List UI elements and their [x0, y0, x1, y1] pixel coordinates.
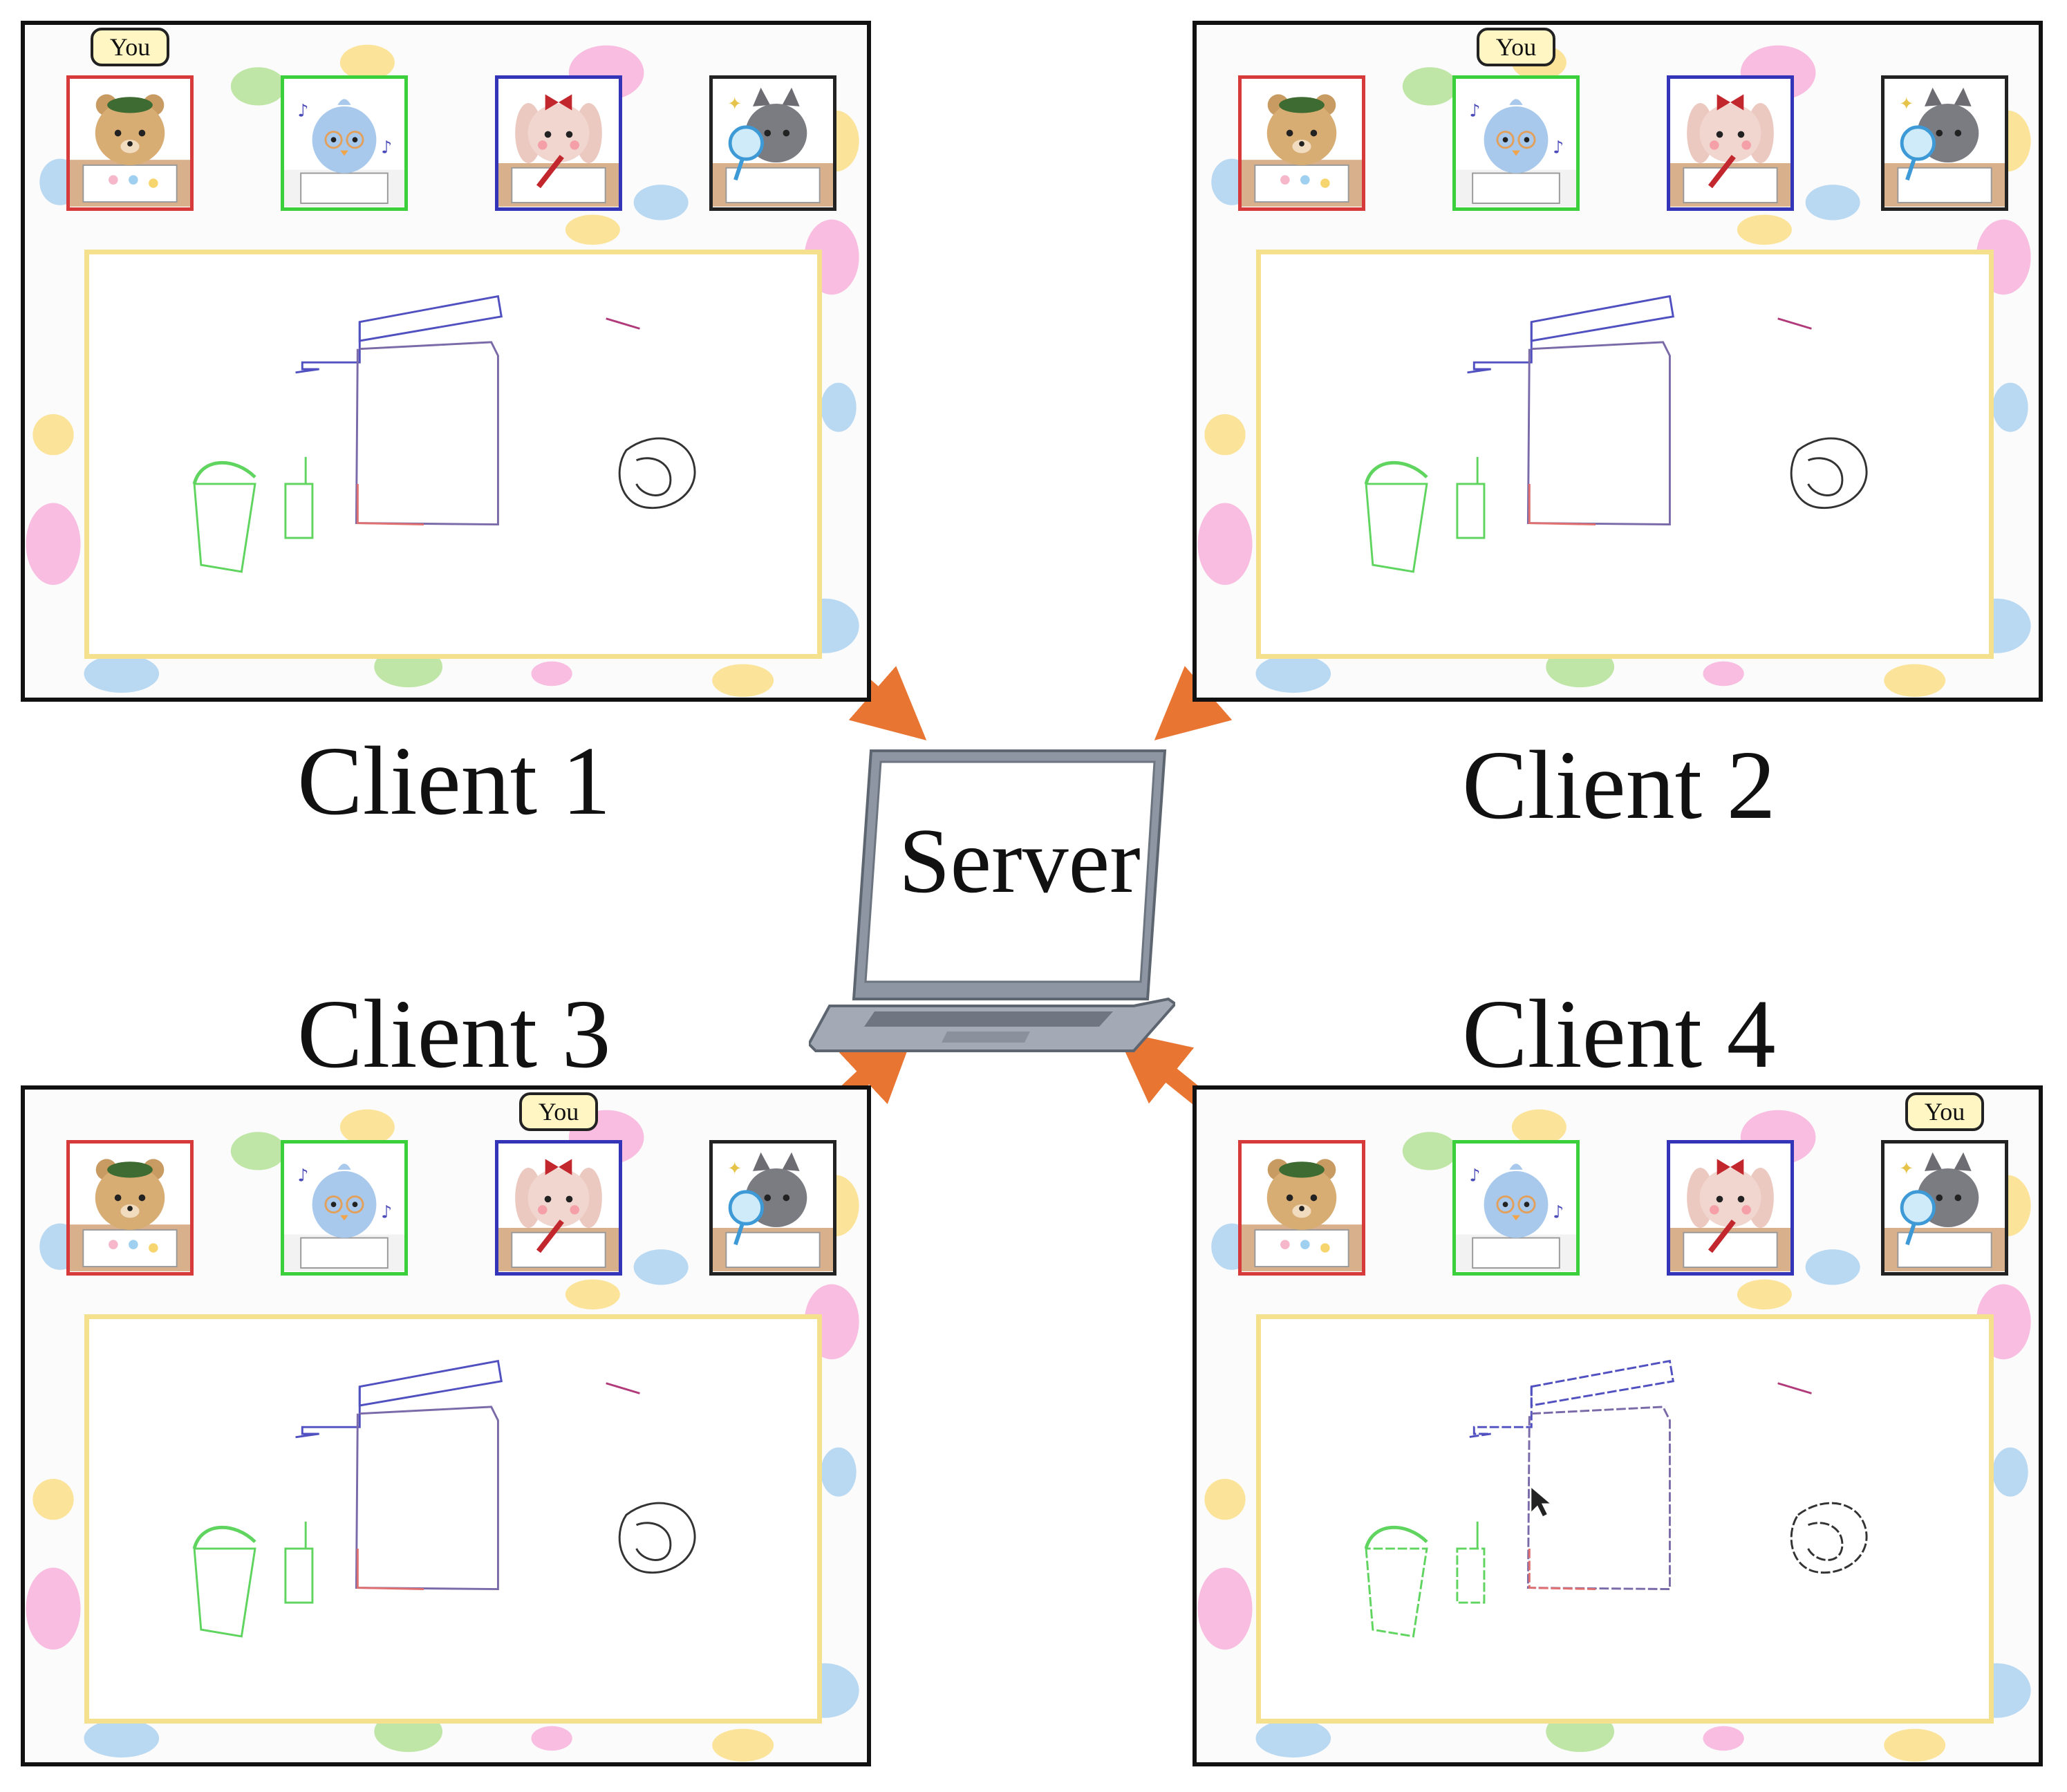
server-laptop	[809, 747, 1175, 1058]
shared-drawing-canvas[interactable]	[84, 1314, 822, 1724]
bunny-avatar-icon	[498, 1159, 619, 1271]
bunny-avatar-icon	[498, 94, 619, 207]
shared-drawing-canvas[interactable]	[84, 250, 822, 659]
cat-avatar-icon: ✦	[1884, 1152, 2005, 1271]
avatar-cat: ✦	[709, 1140, 836, 1276]
drawing-strokes	[1364, 295, 1868, 573]
bear-avatar-icon	[1242, 1159, 1362, 1271]
svg-text:♪: ♪	[297, 100, 308, 120]
bird-avatar-icon: ♪ ♪	[284, 1164, 404, 1271]
client-2-window: ♪ ♪ ✦ You	[1192, 21, 2043, 702]
avatar-bunny	[1667, 75, 1794, 211]
you-badge: You	[519, 1092, 598, 1131]
you-badge: You	[1477, 28, 1555, 66]
svg-text:♪: ♪	[1469, 1165, 1480, 1185]
client-4-label: Client 4	[1462, 979, 1776, 1088]
svg-text:✦: ✦	[1899, 94, 1914, 114]
server-label: Server	[899, 810, 1141, 912]
svg-text:✦: ✦	[727, 1159, 742, 1179]
avatar-cat: ✦	[709, 75, 836, 211]
client-1-label: Client 1	[297, 726, 611, 835]
avatar-bird: ♪ ♪	[1452, 75, 1580, 211]
svg-text:✦: ✦	[1899, 1159, 1914, 1179]
svg-text:♪: ♪	[1553, 1202, 1564, 1222]
svg-text:♪: ♪	[297, 1165, 308, 1185]
you-badge: You	[1905, 1092, 1984, 1131]
shared-drawing-canvas[interactable]	[1256, 250, 1994, 659]
client-1-window: ♪ ♪ ✦ You	[21, 21, 871, 702]
bird-avatar-icon: ♪ ♪	[284, 99, 404, 207]
bear-avatar-icon	[70, 1159, 190, 1271]
svg-text:♪: ♪	[381, 138, 392, 158]
bear-avatar-icon	[1242, 94, 1362, 207]
avatar-bunny	[1667, 1140, 1794, 1276]
cat-avatar-icon: ✦	[713, 87, 833, 207]
avatar-bunny	[495, 1140, 622, 1276]
avatar-bird: ♪ ♪	[281, 1140, 408, 1276]
svg-text:✦: ✦	[727, 94, 742, 114]
client-3-label: Client 3	[297, 979, 611, 1088]
client-3-window: ♪ ♪ ✦ You	[21, 1085, 871, 1766]
drawing-strokes	[192, 1359, 696, 1638]
bird-avatar-icon: ♪ ♪	[1456, 99, 1576, 207]
client-2-label: Client 2	[1462, 730, 1776, 839]
bird-avatar-icon: ♪ ♪	[1456, 1164, 1576, 1271]
avatar-bear	[1238, 75, 1365, 211]
avatar-bird: ♪ ♪	[1452, 1140, 1580, 1276]
avatar-cat: ✦	[1881, 1140, 2008, 1276]
svg-text:♪: ♪	[1469, 100, 1480, 120]
you-badge: You	[91, 28, 169, 66]
client-4-window: ♪ ♪ ✦ You	[1192, 1085, 2043, 1766]
svg-text:♪: ♪	[381, 1202, 392, 1222]
cat-avatar-icon: ✦	[1884, 87, 2005, 207]
mouse-cursor-icon	[1531, 1488, 1550, 1517]
svg-text:♪: ♪	[1553, 138, 1564, 158]
bunny-avatar-icon	[1670, 1159, 1790, 1271]
avatar-cat: ✦	[1881, 75, 2008, 211]
avatar-bird: ♪ ♪	[281, 75, 408, 211]
drawing-strokes	[192, 295, 696, 573]
avatar-bear	[1238, 1140, 1365, 1276]
avatar-bear	[66, 1140, 194, 1276]
shared-drawing-canvas[interactable]	[1256, 1314, 1994, 1724]
avatar-bunny	[495, 75, 622, 211]
bear-avatar-icon	[70, 94, 190, 207]
avatar-bear	[66, 75, 194, 211]
bunny-avatar-icon	[1670, 94, 1790, 207]
cat-avatar-icon: ✦	[713, 1152, 833, 1271]
laptop-icon	[809, 749, 1175, 1052]
drawing-strokes	[1364, 1359, 1868, 1638]
